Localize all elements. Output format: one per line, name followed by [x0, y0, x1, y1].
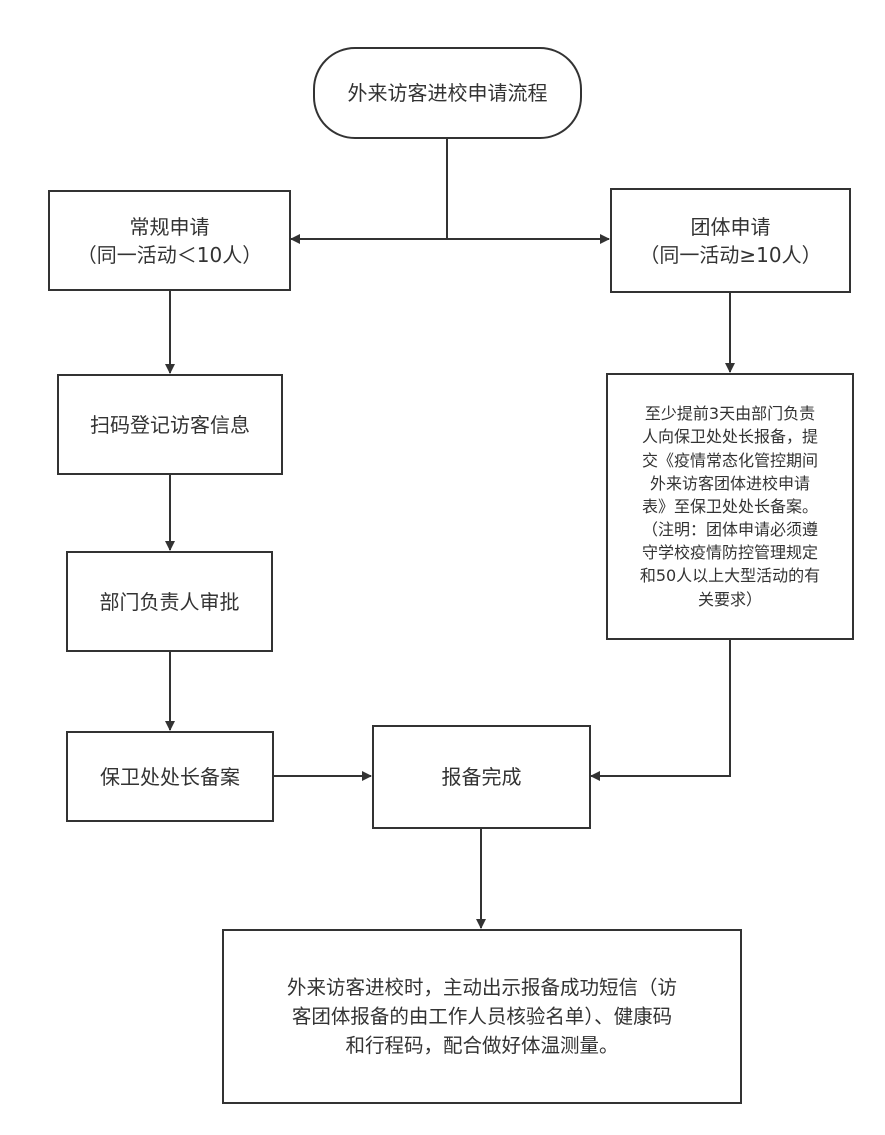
flow-title: 外来访客进校申请流程 [347, 81, 548, 105]
node-label: 客团体报备的由工作人员核验名单）、健康码 [291, 1004, 673, 1028]
group-application-node: 团体申请 （同一活动≥10人） [610, 188, 851, 293]
security-record-node: 保卫处处长备案 [66, 731, 274, 822]
group-detail-node: 至少提前3天由部门负责 人向保卫处处长报备，提 交《疫情常态化管控期间 外来访客… [606, 373, 854, 640]
node-label: 交《疫情常态化管控期间 [641, 450, 818, 470]
node-label: （同一活动＜10人） [76, 242, 263, 267]
node-label: 保卫处处长备案 [100, 764, 240, 789]
node-label: 表》至保卫处处长备案。 [641, 496, 818, 516]
node-label: 外来访客进校时，主动出示报备成功短信（访 [286, 975, 677, 999]
node-label: 和50人以上大型活动的有 [639, 566, 821, 586]
node-label: 和行程码，配合做好体温测量。 [345, 1034, 619, 1058]
node-label: 部门负责人审批 [99, 589, 240, 614]
node-label: 守学校疫情防控管理规定 [641, 543, 818, 563]
node-label: 团体申请 [690, 214, 771, 239]
node-label: （同一活动≥10人） [639, 242, 822, 267]
node-label: 报备完成 [441, 765, 522, 789]
dept-approval-node: 部门负责人审批 [66, 551, 273, 652]
node-label: 常规申请 [129, 214, 210, 239]
final-node: 外来访客进校时，主动出示报备成功短信（访 客团体报备的由工作人员核验名单）、健康… [222, 929, 742, 1104]
node-label: 外来访客团体进校申请 [649, 473, 810, 493]
scan-register-node: 扫码登记访客信息 [57, 374, 283, 475]
regular-application-node: 常规申请 （同一活动＜10人） [48, 190, 291, 291]
node-label: 人向保卫处处长报备，提 [641, 427, 818, 447]
arrow-detail-to-done [590, 639, 731, 781]
node-label: 关要求） [697, 589, 762, 609]
node-label: （注明：团体申请必须遵 [641, 520, 818, 540]
start-node: 外来访客进校申请流程 [313, 47, 582, 139]
node-label: 扫码登记访客信息 [90, 412, 250, 437]
node-label: 至少提前3天由部门负责 [644, 404, 816, 424]
done-node: 报备完成 [372, 725, 591, 829]
